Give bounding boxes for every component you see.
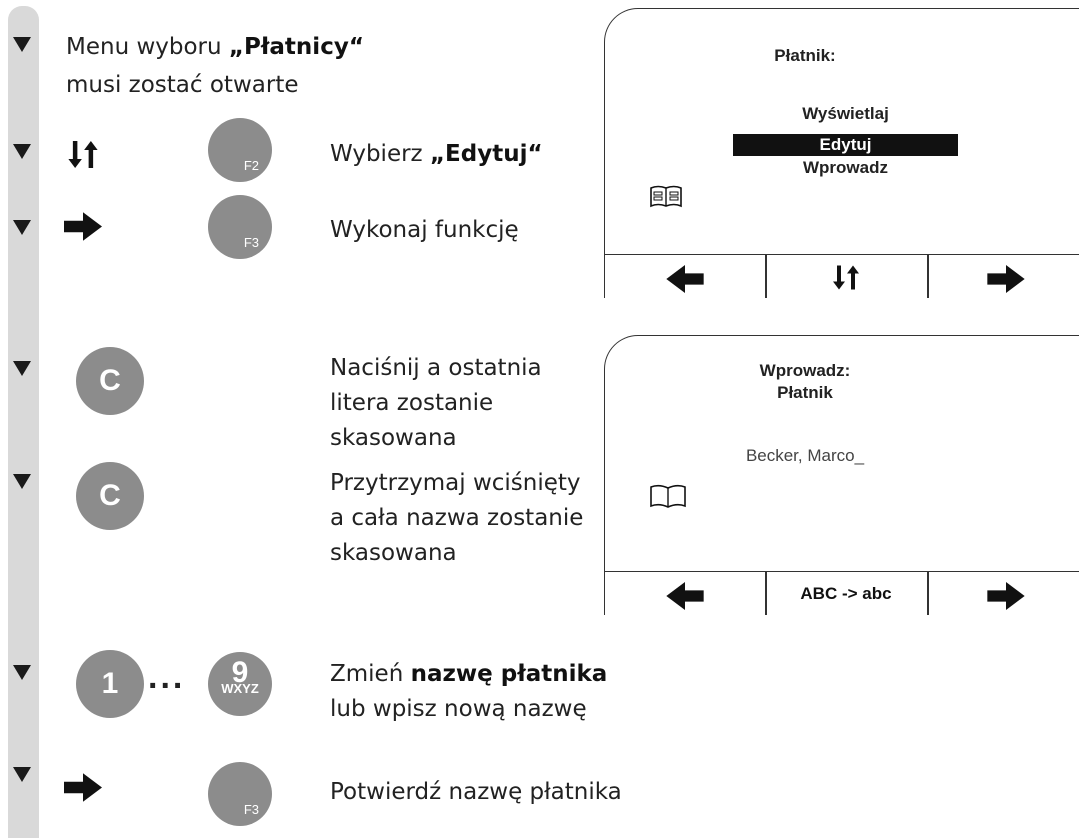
softkey-case-toggle[interactable]: ABC -> abc xyxy=(800,584,892,603)
step-marker-7 xyxy=(13,767,31,782)
f2-key[interactable]: F2 xyxy=(208,118,272,182)
screen1-title: Płatnik: xyxy=(774,46,836,65)
open-book-icon xyxy=(650,484,686,508)
step3-text: Wykonaj funkcję xyxy=(330,217,519,243)
step1-text-line2: musi zostać otwarte xyxy=(66,72,299,98)
f3-key[interactable]: F3 xyxy=(208,195,272,259)
step-marker-1 xyxy=(13,37,31,52)
display-screen-enter-payer: Wprowadz: Płatnik Becker, Marco_ ABC -> … xyxy=(604,335,1079,615)
step4-line1: Naciśnij a ostatnia xyxy=(330,355,542,381)
step6-line1: Zmień nazwę płatnika xyxy=(330,661,608,687)
left-arrow-icon xyxy=(666,582,704,610)
menu-item-enter[interactable]: Wprowadz xyxy=(803,158,888,177)
right-arrow-icon xyxy=(64,212,102,241)
address-book-icon xyxy=(650,185,682,208)
f3-key-confirm[interactable]: F3 xyxy=(208,762,272,826)
step1-text-line1: Menu wyboru „Płatnicy“ xyxy=(66,34,364,60)
c-key-hold[interactable]: C xyxy=(76,462,144,530)
softkey-left[interactable] xyxy=(605,572,765,616)
left-arrow-icon xyxy=(666,265,704,293)
step6-line2: lub wpisz nową nazwę xyxy=(330,696,587,722)
screen1-softkey-bar xyxy=(605,254,1079,298)
range-dots: ... xyxy=(148,658,186,696)
step5-line2: a cała nazwa zostanie xyxy=(330,505,584,531)
softkey-right[interactable] xyxy=(927,572,1079,616)
step-marker-4 xyxy=(13,361,31,376)
display-screen-payer-menu: Płatnik: Wyświetlaj Edytuj Wprowadz xyxy=(604,8,1079,298)
step2-text: Wybierz „Edytuj“ xyxy=(330,141,543,167)
screen2-title: Wprowadz: xyxy=(759,361,851,380)
softkey-middle[interactable] xyxy=(765,255,927,299)
step7-text: Potwierdź nazwę płatnika xyxy=(330,779,622,805)
digit-1-key[interactable]: 1 xyxy=(76,650,144,718)
step4-line3: skasowana xyxy=(330,425,457,451)
step5-line1: Przytrzymaj wciśnięty xyxy=(330,470,581,496)
softkey-left[interactable] xyxy=(605,255,765,299)
right-arrow-icon xyxy=(987,265,1025,293)
payer-name-entry[interactable]: Becker, Marco_ xyxy=(745,446,865,465)
screen2-subtitle: Płatnik xyxy=(777,383,833,402)
step-marker-3 xyxy=(13,220,31,235)
step-marker-5 xyxy=(13,474,31,489)
step-marker-6 xyxy=(13,665,31,680)
right-arrow-icon xyxy=(64,773,102,802)
softkey-right[interactable] xyxy=(927,255,1079,299)
up-down-arrows-icon xyxy=(831,265,861,290)
step4-line2: litera zostanie xyxy=(330,390,494,416)
screen2-softkey-bar: ABC -> abc xyxy=(605,571,1079,615)
step-marker-2 xyxy=(13,144,31,159)
menu-item-display[interactable]: Wyświetlaj xyxy=(802,104,889,123)
step-sidebar xyxy=(8,6,39,838)
step5-line3: skasowana xyxy=(330,540,457,566)
up-down-arrows-icon xyxy=(66,141,100,168)
right-arrow-icon xyxy=(987,582,1025,610)
c-key[interactable]: C xyxy=(76,347,144,415)
menu-item-edit[interactable]: Edytuj xyxy=(733,134,958,156)
